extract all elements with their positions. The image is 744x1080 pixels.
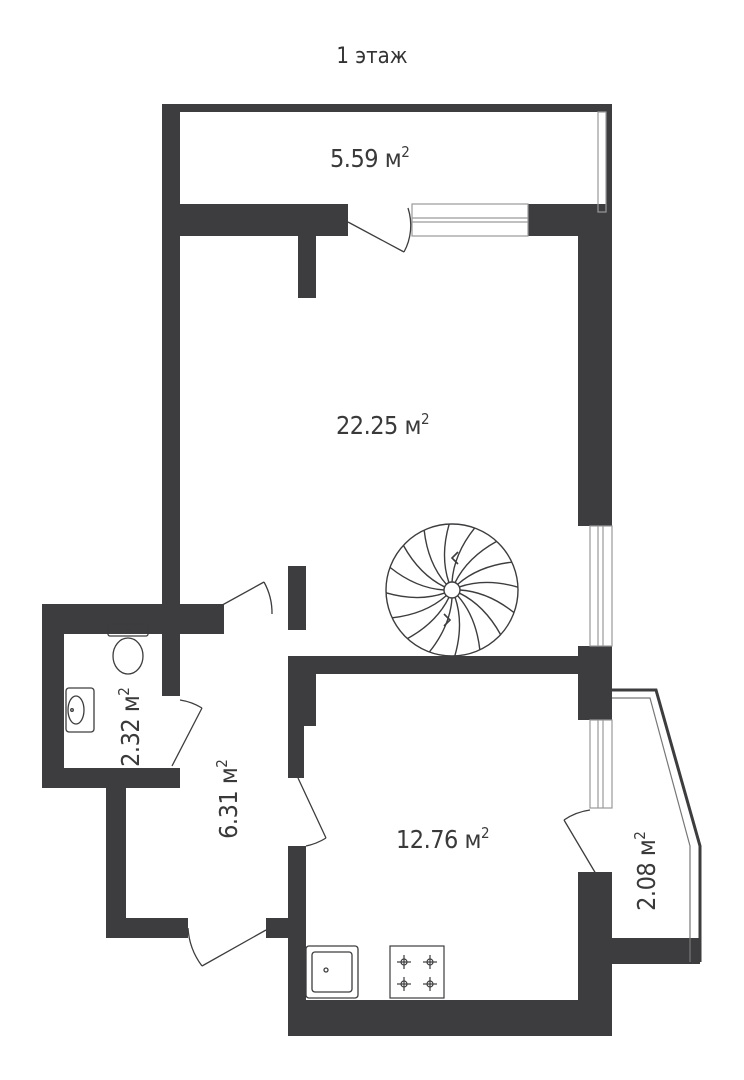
area-label-hallway: 6.31 м2 xyxy=(213,759,243,839)
stair-step xyxy=(423,530,447,585)
stair-step xyxy=(457,561,512,585)
area-label-living: 22.25 м2 xyxy=(336,410,430,440)
wall xyxy=(288,674,316,726)
stair-step xyxy=(392,595,447,619)
wall xyxy=(42,604,64,788)
wall xyxy=(162,768,180,776)
wall xyxy=(288,726,304,778)
door-leaf xyxy=(347,221,405,253)
stove-icon xyxy=(389,945,445,999)
sink-icon xyxy=(305,945,359,999)
burner-icon xyxy=(397,955,411,969)
area-label-bathroom: 2.32 м2 xyxy=(115,687,145,767)
door-leaf xyxy=(297,777,327,839)
wall xyxy=(578,214,612,526)
floor-title: 1 этаж xyxy=(336,44,408,69)
burner-icon xyxy=(397,977,411,991)
doors xyxy=(171,207,597,967)
walls xyxy=(42,104,700,1036)
stair-step xyxy=(454,597,461,657)
wall xyxy=(612,938,700,964)
wall xyxy=(578,872,612,1036)
wall xyxy=(298,236,316,298)
wall xyxy=(288,846,306,938)
wall xyxy=(162,208,180,612)
window xyxy=(589,719,613,809)
stair-step xyxy=(402,545,445,588)
wall xyxy=(288,656,578,674)
stair-step xyxy=(454,540,497,583)
area-label-kitchen: 12.76 м2 xyxy=(396,824,490,854)
window xyxy=(411,203,529,237)
burner-icon xyxy=(423,977,437,991)
stair-step xyxy=(385,592,445,599)
stair-step xyxy=(407,597,450,640)
stair-step xyxy=(459,589,515,614)
wall xyxy=(162,104,180,208)
area-label-balcony-top: 5.59 м2 xyxy=(330,143,410,173)
window xyxy=(597,111,607,213)
window xyxy=(589,525,613,647)
spiral-staircase xyxy=(385,523,519,657)
wall xyxy=(42,604,224,634)
wall xyxy=(288,566,306,630)
stair-step xyxy=(457,595,481,650)
wall xyxy=(606,104,612,214)
toilet-icon xyxy=(107,623,149,675)
stair-step xyxy=(459,581,519,588)
area-label-balcony-right: 2.08 м2 xyxy=(631,831,661,911)
stair-step xyxy=(443,523,450,583)
washbasin-icon xyxy=(65,687,95,733)
wall xyxy=(162,204,348,236)
wall xyxy=(266,918,306,938)
wall xyxy=(106,786,126,938)
wall xyxy=(578,646,612,720)
door-leaf xyxy=(201,929,267,967)
door-leaf xyxy=(205,581,265,615)
wall xyxy=(288,1000,612,1036)
stair-step xyxy=(389,566,445,591)
wall xyxy=(42,768,180,788)
stair-step xyxy=(459,592,502,635)
door-leaf xyxy=(171,707,203,767)
wall xyxy=(162,634,180,696)
stair-step xyxy=(451,527,476,583)
wall xyxy=(162,104,612,112)
wall xyxy=(106,918,188,938)
door-leaf xyxy=(563,819,597,875)
balcony-right-railing xyxy=(612,688,702,962)
windows xyxy=(411,111,613,809)
burner-icon xyxy=(423,955,437,969)
